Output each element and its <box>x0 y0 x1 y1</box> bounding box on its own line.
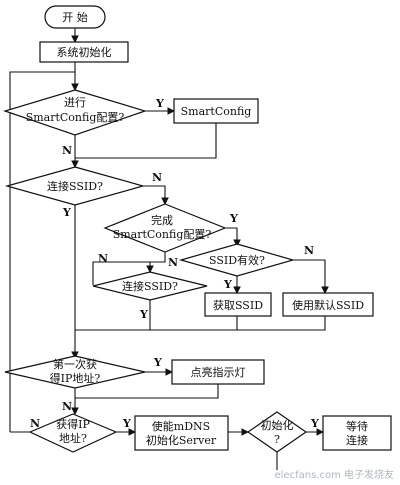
label-no: N <box>62 400 72 413</box>
svg-text:初始化Server: 初始化Server <box>146 433 217 447</box>
label-yes: Y <box>229 212 238 225</box>
svg-text:获得IP: 获得IP <box>56 418 90 431</box>
label-no: N <box>62 144 72 157</box>
svg-text:开 始: 开 始 <box>62 10 88 24</box>
label-no: N <box>168 256 178 269</box>
svg-text:第一次获: 第一次获 <box>53 357 97 371</box>
light-node: 点亮指示灯 <box>171 359 265 385</box>
decision-first-ip: 第一次获 得IP地址? <box>4 355 146 389</box>
label-no: N <box>30 417 40 430</box>
svg-text:进行: 进行 <box>64 96 86 109</box>
default-ssid-node: 使用默认SSID <box>282 292 374 317</box>
init-node: 系统初始化 <box>39 41 129 63</box>
svg-text:SmartConfig: SmartConfig <box>181 105 252 118</box>
decision-smartconfig: 进行 SmartConfig配置? <box>3 89 147 136</box>
label-yes: Y <box>155 97 164 110</box>
svg-text:得IP地址?: 得IP地址? <box>50 371 101 385</box>
svg-text:初始化: 初始化 <box>261 418 294 432</box>
svg-text:?: ? <box>274 433 280 446</box>
svg-text:连接: 连接 <box>346 434 368 447</box>
label-yes: Y <box>153 356 162 369</box>
label-yes: Y <box>223 278 232 291</box>
svg-text:系统初始化: 系统初始化 <box>57 45 112 59</box>
watermark: elecfans.com 电子发烧友 <box>274 470 395 481</box>
connectors <box>9 28 329 470</box>
label-yes: Y <box>310 417 319 430</box>
label-no: N <box>304 244 314 257</box>
svg-text:使能mDNS: 使能mDNS <box>152 419 210 433</box>
svg-text:SmartConfig配置?: SmartConfig配置? <box>113 228 212 241</box>
svg-text:等待: 等待 <box>346 419 368 433</box>
get-ssid-node: 获取SSID <box>204 292 272 317</box>
enable-mdns-node: 使能mDNS 初始化Server <box>134 415 229 451</box>
svg-text:SmartConfig配置?: SmartConfig配置? <box>26 111 125 124</box>
decision-ssid-valid: SSID有效? <box>178 243 296 277</box>
decision-connect-ssid: 连接SSID? <box>4 166 146 206</box>
svg-text:连接SSID?: 连接SSID? <box>122 280 178 293</box>
svg-text:SSID有效?: SSID有效? <box>209 253 265 267</box>
smartconfig-node: SmartConfig <box>173 98 259 124</box>
svg-text:获取SSID: 获取SSID <box>213 299 263 312</box>
svg-text:使用默认SSID: 使用默认SSID <box>292 299 364 312</box>
svg-text:连接SSID?: 连接SSID? <box>47 180 103 193</box>
wait-node: 等待 连接 <box>322 415 392 451</box>
svg-text:地址?: 地址? <box>59 431 87 445</box>
decision-connect-ssid-2: 连接SSID? <box>92 271 208 301</box>
label-no: N <box>98 252 108 265</box>
svg-text:点亮指示灯: 点亮指示灯 <box>191 365 246 379</box>
decision-init-done: 初始化 ? <box>246 411 308 453</box>
label-yes: Y <box>122 417 131 430</box>
decision-done-smartconfig: 完成 SmartConfig配置? <box>103 203 227 253</box>
start-node: 开 始 <box>44 5 106 29</box>
svg-text:完成: 完成 <box>151 213 173 227</box>
label-yes: Y <box>139 308 148 321</box>
label-yes: Y <box>62 206 71 219</box>
decision-got-ip: 获得IP 地址? <box>28 413 118 453</box>
label-no: N <box>152 171 162 184</box>
